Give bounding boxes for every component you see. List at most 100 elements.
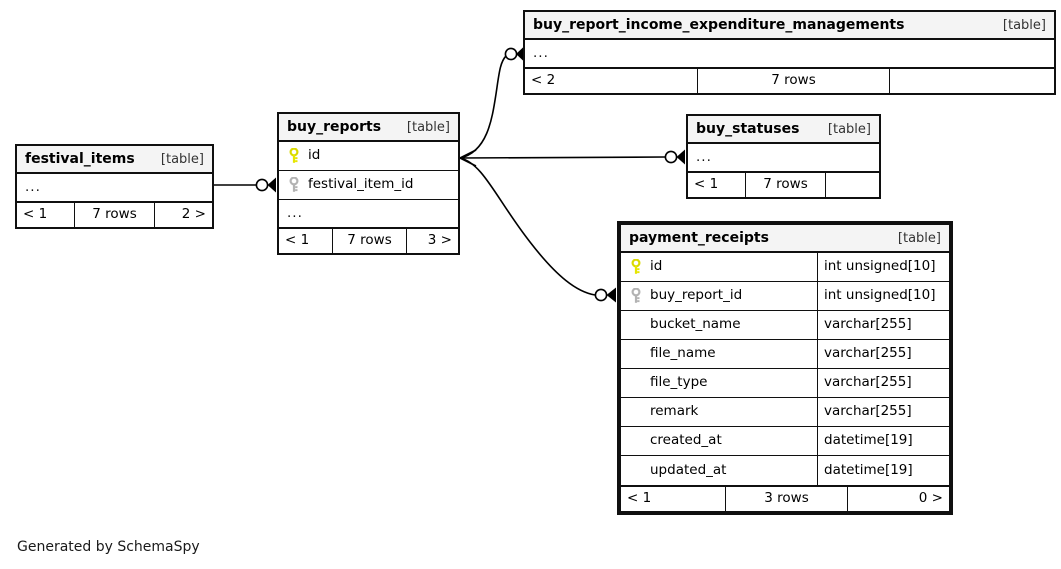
primary-key-icon [629, 259, 643, 275]
column-type: int unsigned[10] [817, 282, 949, 310]
table-kind-label: [table] [406, 119, 450, 135]
table-columns: ... [688, 144, 879, 171]
arrowhead [676, 149, 685, 165]
table-footer: < 2 7 rows [525, 67, 1054, 93]
table-title: buy_statuses [696, 121, 800, 137]
table-kind-label: [table] [1002, 17, 1046, 33]
optional-marker [504, 47, 518, 61]
footer-row-count: 7 rows [333, 229, 407, 253]
columns-ellipsis: ... [25, 178, 41, 195]
column-name: id [650, 259, 663, 275]
columns-ellipsis: ... [696, 148, 712, 165]
column-row[interactable]: buy_report_id int unsigned[10] [621, 282, 949, 311]
footer-child-count [826, 173, 879, 197]
column-row[interactable]: created_at datetime[19] [621, 427, 949, 456]
table-title: festival_items [25, 151, 135, 167]
column-name-cell: created_at [621, 434, 817, 448]
table-title: buy_report_income_expenditure_management… [533, 17, 905, 33]
table-kind-label: [table] [827, 121, 871, 137]
column-name-cell: buy_report_id [621, 288, 817, 304]
arrowhead [606, 287, 616, 303]
edge-buy-reports-to-buy-statuses [459, 149, 685, 165]
column-row[interactable]: updated_at datetime[19] [621, 456, 949, 485]
footer-parent-count: < 1 [688, 173, 746, 197]
footer-parent-count: < 2 [525, 69, 698, 93]
footer-parent-count: < 1 [621, 487, 726, 511]
arrowhead [516, 46, 524, 62]
column-name: id [308, 148, 321, 164]
optional-marker [664, 150, 678, 164]
columns-ellipsis: ... [533, 44, 549, 61]
table-columns: ... [17, 174, 212, 201]
footer-row-count: 7 rows [746, 173, 826, 197]
table-buy-report-income-expenditure-managements[interactable]: buy_report_income_expenditure_management… [523, 10, 1056, 95]
table-footer: < 1 7 rows 3 > [279, 227, 458, 253]
edge-buy-reports-to-payment-receipts [459, 157, 616, 303]
column-name: bucket_name [650, 318, 741, 332]
table-kind-label: [table] [160, 151, 204, 167]
arrowhead [267, 177, 276, 193]
table-columns: id int unsigned[10] buy_report_id [621, 253, 949, 485]
table-footer: < 1 3 rows 0 > [621, 485, 949, 511]
column-name: file_name [650, 347, 716, 361]
table-buy-statuses[interactable]: buy_statuses [table] ... < 1 7 rows [686, 114, 881, 199]
column-name-cell: bucket_name [621, 318, 817, 332]
column-type: int unsigned[10] [817, 253, 949, 281]
column-row[interactable]: remark varchar[255] [621, 398, 949, 427]
column-name: created_at [650, 434, 722, 448]
column-row[interactable]: festival_item_id [279, 171, 458, 200]
primary-key-icon [287, 148, 301, 164]
table-columns: id festival_item_id ... [279, 142, 458, 227]
column-type: datetime[19] [817, 427, 949, 455]
table-title: payment_receipts [629, 230, 769, 246]
footer-row-count: 3 rows [726, 487, 848, 511]
table-columns: ... [525, 40, 1054, 67]
column-row[interactable]: id int unsigned[10] [621, 253, 949, 282]
column-type: varchar[255] [817, 311, 949, 339]
footer-parent-count: < 1 [17, 203, 75, 227]
foreign-key-icon [629, 288, 643, 304]
column-row[interactable]: file_name varchar[255] [621, 340, 949, 369]
table-header: buy_statuses [table] [688, 116, 879, 144]
column-name-cell: file_name [621, 347, 817, 361]
column-row[interactable]: file_type varchar[255] [621, 369, 949, 398]
footer-row-count: 7 rows [75, 203, 155, 227]
column-name-cell: id [621, 259, 817, 275]
table-header: payment_receipts [table] [621, 225, 949, 253]
column-name-cell: festival_item_id [279, 177, 458, 193]
table-festival-items[interactable]: festival_items [table] ... < 1 7 rows 2 … [15, 144, 214, 229]
column-name: buy_report_id [650, 288, 743, 304]
column-row[interactable]: bucket_name varchar[255] [621, 311, 949, 340]
column-type: varchar[255] [817, 340, 949, 368]
edge-festival-items-to-buy-reports [214, 177, 276, 193]
edge-buy-reports-to-income-expenditure [459, 46, 524, 159]
optional-marker [594, 288, 608, 302]
footer-child-count: 3 > [427, 232, 452, 249]
table-kind-label: [table] [897, 230, 941, 246]
table-payment-receipts[interactable]: payment_receipts [table] id int [617, 221, 953, 515]
foreign-key-icon [287, 177, 301, 193]
column-type: varchar[255] [817, 369, 949, 397]
column-name: file_type [650, 376, 708, 390]
column-type: varchar[255] [817, 398, 949, 426]
optional-marker [255, 178, 269, 192]
column-name: updated_at [650, 463, 727, 478]
footer-row-count: 7 rows [698, 69, 890, 93]
column-name-cell: remark [621, 405, 817, 419]
generator-credit: Generated by SchemaSpy [17, 539, 200, 555]
table-header: buy_report_income_expenditure_management… [525, 12, 1054, 40]
footer-child-count [890, 69, 1054, 93]
table-header: buy_reports [table] [279, 114, 458, 142]
column-row[interactable]: id [279, 142, 458, 171]
column-name-cell: file_type [621, 376, 817, 390]
table-title: buy_reports [287, 119, 382, 135]
column-name-cell: id [279, 148, 458, 164]
table-footer: < 1 7 rows 2 > [17, 201, 212, 227]
table-header: festival_items [table] [17, 146, 212, 174]
columns-ellipsis: ... [287, 204, 303, 221]
column-name: festival_item_id [308, 177, 414, 193]
column-type: datetime[19] [817, 456, 949, 485]
table-buy-reports[interactable]: buy_reports [table] id [277, 112, 460, 255]
